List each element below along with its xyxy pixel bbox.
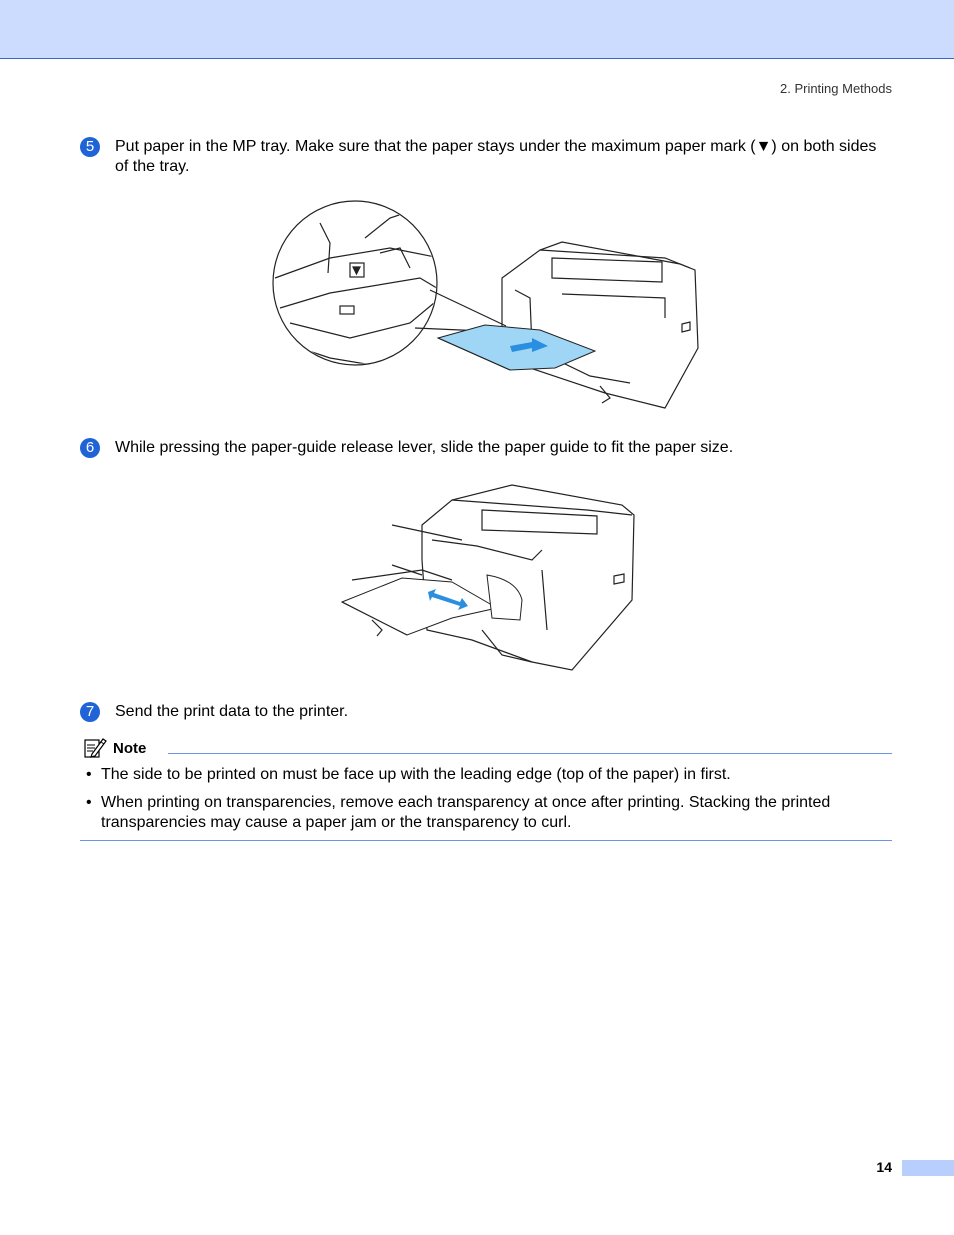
note-item-text: When printing on transparencies, remove … <box>101 794 831 831</box>
paper-guide-adjust-illustration <box>340 484 635 671</box>
section-title: 2. Printing Methods <box>779 81 892 96</box>
note-item-text: The side to be printed on must be face u… <box>101 766 731 783</box>
bullet-icon: • <box>86 766 92 783</box>
bullet-icon: • <box>86 794 92 811</box>
mp-tray-loading-illustration <box>272 200 699 409</box>
note-divider <box>168 753 892 754</box>
header-band <box>0 0 954 59</box>
note-list: • The side to be printed on must be face … <box>80 765 892 841</box>
note-item: • When printing on transparencies, remove… <box>80 793 892 833</box>
note-pencil-icon <box>84 738 107 758</box>
step-number-badge: 6 <box>80 438 100 458</box>
note-bottom-divider <box>80 840 892 841</box>
note-item: • The side to be printed on must be face … <box>80 765 892 785</box>
note-title: Note <box>113 739 147 757</box>
page-number: 14 <box>876 1159 892 1175</box>
note-heading: Note <box>83 735 146 761</box>
step-text: While pressing the paper-guide release l… <box>115 439 734 456</box>
step-number-badge: 7 <box>80 702 100 722</box>
step-number-badge: 5 <box>80 137 100 157</box>
step-text: Send the print data to the printer. <box>115 703 349 720</box>
step-text: Put paper in the MP tray. Make sure that… <box>115 138 877 175</box>
page-tab-marker <box>902 1160 954 1176</box>
